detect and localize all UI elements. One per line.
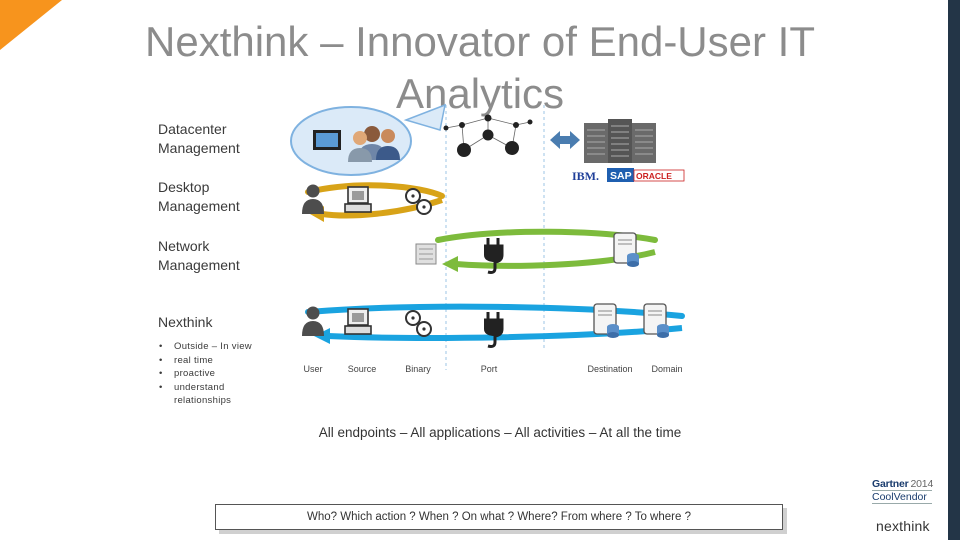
category-desktop-line2: Management xyxy=(158,198,240,214)
gartner-brand-name: Gartner xyxy=(872,478,909,490)
gears-icon xyxy=(405,310,432,337)
corner-accent xyxy=(0,0,62,50)
domain-server-icon xyxy=(643,303,670,339)
sap-logo: SAP xyxy=(610,170,632,182)
nexthink-heading: Nexthink xyxy=(158,314,213,330)
category-desktop: Desktop Management xyxy=(158,178,240,216)
right-edge-bar xyxy=(948,0,960,540)
flow-label-user: User xyxy=(303,364,322,374)
category-desktop-line1: Desktop xyxy=(158,179,210,195)
coverage-statement: All endpoints – All applications – All a… xyxy=(318,425,682,440)
bullet-item: proactive xyxy=(158,367,284,381)
bullet-item: Outside – In view xyxy=(158,340,284,354)
network-nodes-icon xyxy=(443,114,533,157)
bullet-item: real time xyxy=(158,354,284,368)
flow-label-domain: Domain xyxy=(651,364,682,374)
plug-icon xyxy=(482,310,504,348)
category-network-line1: Network xyxy=(158,238,210,254)
category-network: Network Management xyxy=(158,237,240,275)
category-datacenter-line1: Datacenter xyxy=(158,121,227,137)
server-icon xyxy=(613,232,640,268)
double-arrow-icon xyxy=(550,131,580,149)
oracle-logo: ORACLE xyxy=(636,171,672,181)
architecture-diagram: IBM. SAP ORACLE User Source Binary xyxy=(290,103,685,374)
cool-vendor-label: CoolVendor xyxy=(872,490,932,504)
slide-title: Nexthink – Innovator of End-User IT Anal… xyxy=(145,18,815,117)
category-datacenter-line2: Management xyxy=(158,140,240,156)
computer-icon xyxy=(344,308,372,335)
destination-server-icon xyxy=(593,303,620,339)
questions-box: Who? Which action ? When ? On what ? Whe… xyxy=(215,504,783,530)
sap-logo-badge xyxy=(607,168,634,182)
nexthink-bullets: Outside – In view real time proactive un… xyxy=(158,340,284,408)
flow-label-destination: Destination xyxy=(587,364,632,374)
bullet-item: understand relationships xyxy=(158,381,284,408)
category-datacenter: Datacenter Management xyxy=(158,120,240,158)
server-racks-icon xyxy=(584,119,656,163)
flow-label-source: Source xyxy=(348,364,377,374)
gartner-year: 2014 xyxy=(910,478,934,490)
category-network-line2: Management xyxy=(158,257,240,273)
switch-icon xyxy=(415,243,437,265)
people-at-desk-icon xyxy=(290,103,447,176)
nexthink-logo: nexthink xyxy=(876,518,930,534)
flow-label-port: Port xyxy=(481,364,498,374)
computer-icon xyxy=(344,186,372,213)
ibm-logo: IBM. xyxy=(572,169,599,183)
oracle-logo-badge xyxy=(633,169,685,182)
flow-label-binary: Binary xyxy=(405,364,431,374)
